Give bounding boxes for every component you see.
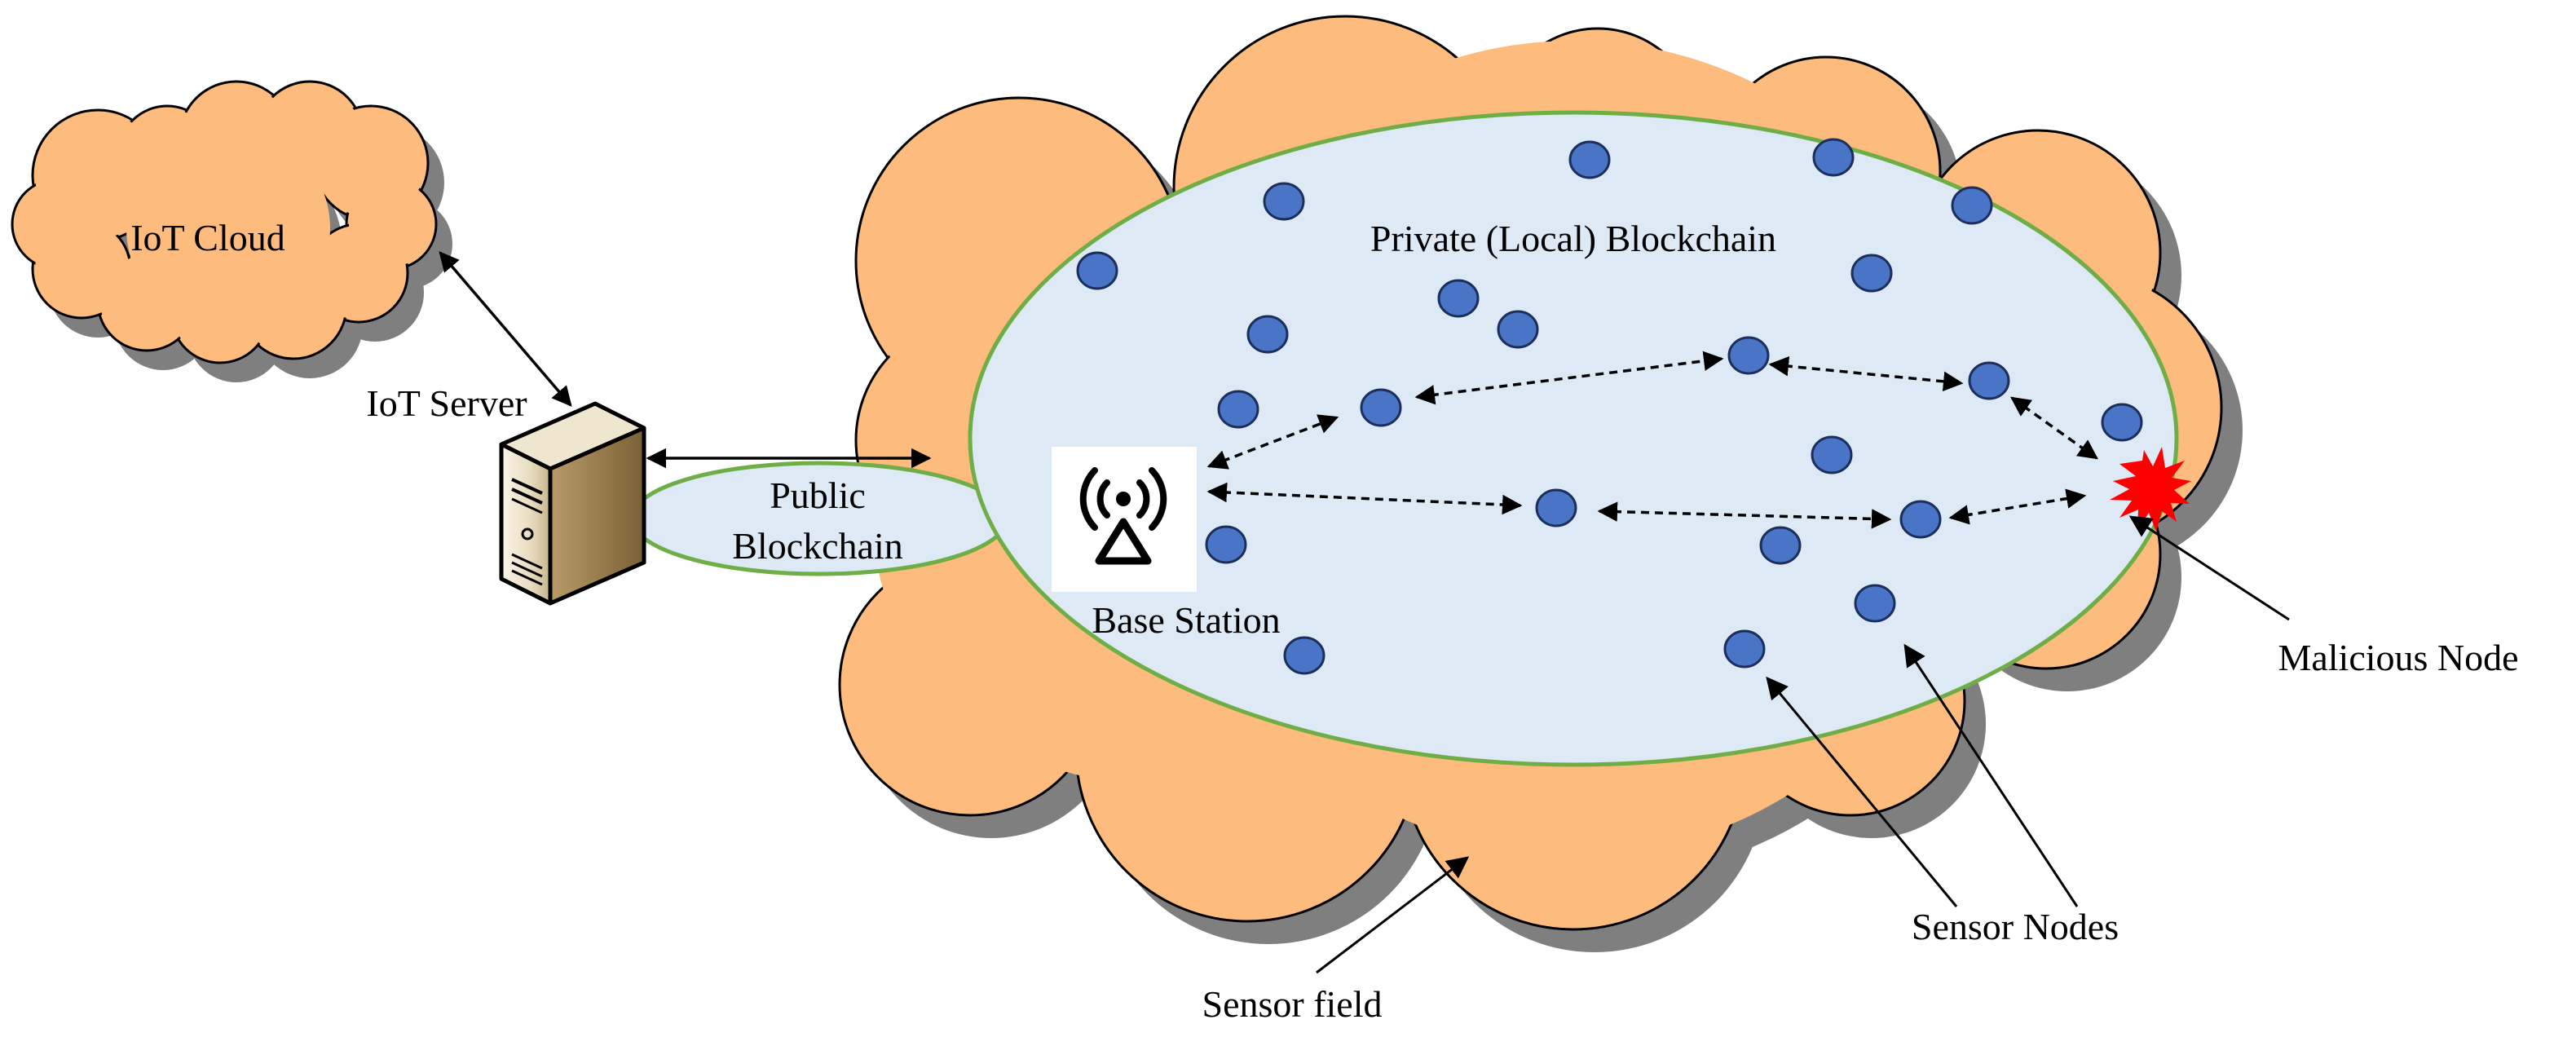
- malicious-node-label: Malicious Node: [2278, 637, 2518, 678]
- sensor-node: [1283, 636, 1325, 675]
- sensor-node: [1850, 254, 1893, 293]
- explosion-star-icon: [2110, 447, 2191, 532]
- sensor-node: [1497, 310, 1539, 349]
- sensor-node: [1951, 186, 1993, 225]
- sensor-node: [1968, 361, 2010, 400]
- sensor-node: [1812, 138, 1855, 177]
- public-blockchain-label-line1: Public: [770, 474, 866, 516]
- sensor-node: [1723, 629, 1766, 669]
- link-node-b-node-c: [1768, 355, 1964, 392]
- dashed-links: [1206, 351, 2098, 529]
- iot-cloud: IoT Cloud: [11, 80, 452, 382]
- sensor-node: [1263, 182, 1305, 221]
- server-tower-icon: [499, 401, 646, 606]
- base-station: Base Station: [1052, 447, 1281, 641]
- iot-server: IoT Server: [366, 382, 646, 606]
- sensor-node: [1854, 584, 1896, 623]
- sensor-node: [1568, 140, 1611, 179]
- link-node-a-node-b: [1414, 351, 1724, 405]
- sensor-node: [1811, 435, 1853, 474]
- private-blockchain-label: Private (Local) Blockchain: [1370, 218, 1776, 259]
- sensor-node: [1759, 526, 1802, 565]
- link-node-d-node-e: [1597, 501, 1892, 529]
- sensor-nodes-pointer-b: [1903, 643, 2079, 907]
- public-blockchain-label-line2: Blockchain: [732, 525, 903, 567]
- sensor-nodes-pointer-a: [1766, 676, 1958, 907]
- sensor-node: [1246, 315, 1289, 354]
- pointer-arrows: [1316, 515, 2290, 974]
- link-node-c-malicious: [2010, 396, 2098, 460]
- sensor-field-pointer: [1316, 856, 1470, 974]
- cloud-server-link: [439, 251, 572, 407]
- base-station-label: Base Station: [1092, 599, 1280, 641]
- link-bs-node-a: [1206, 414, 1339, 470]
- link-bs-node-d: [1206, 482, 1523, 515]
- solid-connectors: [439, 251, 932, 469]
- sensor-field-label: Sensor field: [1202, 983, 1382, 1025]
- sensor-nodes-label: Sensor Nodes: [1912, 906, 2119, 947]
- iot-cloud-fill: [15, 84, 434, 360]
- sensor-node: [1899, 500, 1942, 539]
- sensor-node: [2101, 403, 2143, 442]
- sensor-node: [1535, 488, 1577, 527]
- sensor-node: [1727, 336, 1770, 375]
- antenna-tower-icon: [1079, 467, 1167, 565]
- sensor-node: [1205, 525, 1247, 564]
- private-blockchain-ellipse: [968, 110, 2179, 767]
- iot-server-label: IoT Server: [366, 382, 527, 424]
- sensor-node: [1360, 388, 1402, 427]
- sensor-node: [1437, 279, 1480, 318]
- malicious-node-pointer: [2128, 515, 2290, 621]
- link-node-e-malicious: [1948, 488, 2087, 525]
- sensor-nodes: [1076, 138, 2143, 675]
- iot-cloud-label: IoT Cloud: [130, 217, 285, 258]
- sensor-node: [1217, 390, 1259, 429]
- sensor-node: [1076, 251, 1118, 290]
